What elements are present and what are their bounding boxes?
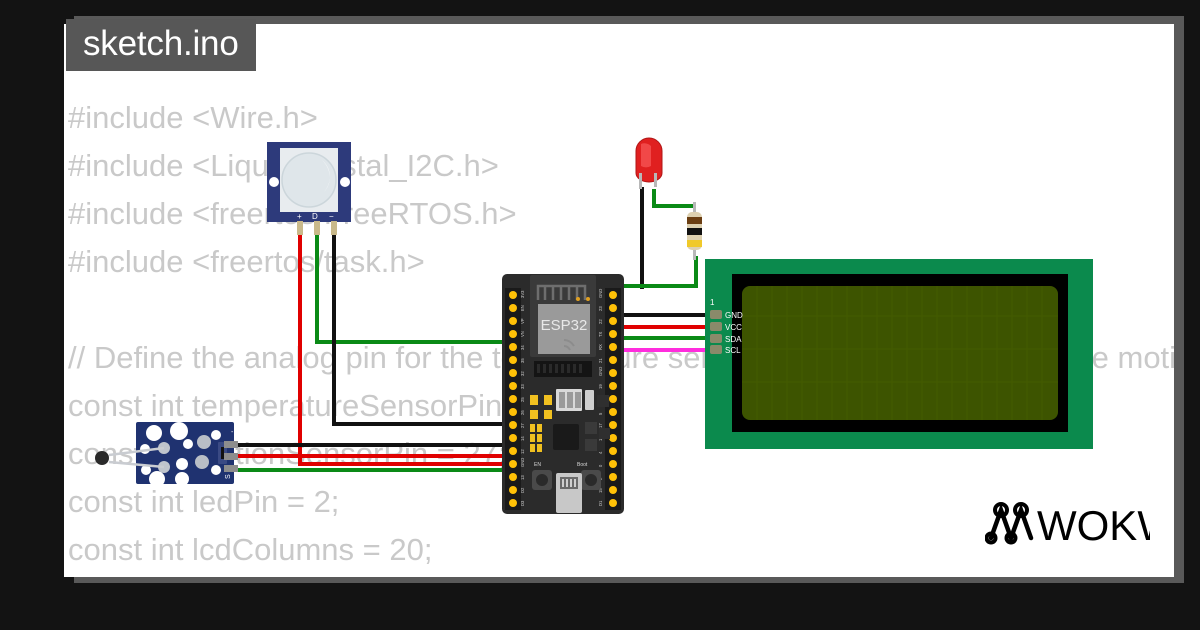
pir-pin-label-minus: − (329, 212, 334, 221)
lcd2004-i2c-display[interactable]: 1 GND VCC SDA SCL (705, 259, 1093, 449)
ntc-temperature-sensor[interactable]: - S (95, 422, 238, 487)
svg-text:3V3: 3V3 (520, 290, 525, 298)
svg-text:D1: D1 (598, 500, 603, 506)
svg-text:EN: EN (520, 305, 525, 311)
diagram-canvas: #include <Wire.h> #include <LiquidCrysta… (64, 24, 1174, 577)
lcd-pin-label-vcc: VCC (725, 323, 742, 332)
esp32-left-pins (509, 291, 517, 507)
svg-text:21: 21 (598, 358, 603, 363)
ntc-pin-label-s: S (225, 474, 232, 479)
wokwi-logo-nodes (984, 502, 1029, 545)
esp32-label: ESP32 (541, 317, 588, 334)
pir-pin-label-d: D (312, 212, 318, 221)
svg-text:32: 32 (520, 371, 525, 376)
svg-text:VP: VP (520, 318, 525, 324)
wokwi-logo-text: WOKWi (1037, 502, 1150, 549)
ntc-pin-label-minus: - (231, 429, 234, 436)
svg-text:TX: TX (598, 331, 603, 337)
circuit-diagram: + D − (95, 137, 1093, 514)
svg-text:13: 13 (520, 475, 525, 480)
esp32-usb-port (556, 473, 582, 513)
svg-text:D3: D3 (520, 500, 525, 506)
resistor[interactable] (687, 202, 702, 260)
svg-text:GND: GND (520, 458, 525, 467)
wire-led-anode (652, 189, 696, 208)
esp32-boot-label: Boot (577, 462, 588, 468)
svg-text:35: 35 (520, 358, 525, 363)
esp32-wroom-module: ESP32 (530, 275, 596, 357)
svg-text:4: 4 (598, 451, 603, 454)
svg-text:26: 26 (520, 410, 525, 415)
svg-text:12: 12 (520, 449, 525, 454)
svg-text:27: 27 (520, 423, 525, 428)
svg-text:22: 22 (598, 319, 603, 324)
lcd-character-grid (742, 286, 1058, 420)
svg-text:23: 23 (598, 306, 603, 311)
svg-text:D2: D2 (520, 487, 525, 493)
svg-text:VN: VN (520, 331, 525, 337)
svg-text:GND: GND (598, 367, 603, 376)
esp32-en-label: EN (534, 462, 541, 468)
lcd-pin-label-scl: SCL (725, 346, 741, 355)
svg-text:14: 14 (520, 436, 525, 441)
svg-text:25: 25 (520, 397, 525, 402)
svg-text:RX: RX (598, 344, 603, 350)
wokwi-logo: WOKWi (984, 498, 1174, 555)
esp32-right-pins (609, 291, 617, 507)
esp32-boot-button[interactable] (581, 470, 601, 490)
esp32-en-button[interactable] (532, 470, 552, 490)
svg-text:GND: GND (598, 289, 603, 298)
pir-pin-label-plus: + (297, 212, 302, 221)
wire-pir-power (298, 221, 519, 466)
lcd-connector: 1 GND VCC SDA SCL (710, 298, 743, 355)
file-tab-sketch-ino[interactable]: sketch.ino (66, 19, 256, 71)
lcd-pin-number: 1 (710, 298, 715, 307)
pir-motion-sensor[interactable]: + D − (267, 142, 351, 235)
lcd-pin-label-gnd: GND (725, 311, 743, 320)
svg-text:19: 19 (598, 384, 603, 389)
svg-text:15: 15 (598, 488, 603, 493)
svg-text:34: 34 (520, 345, 525, 350)
wires (236, 187, 714, 472)
wire-pir-ground (332, 221, 519, 426)
svg-text:0: 0 (598, 464, 603, 467)
svg-text:33: 33 (520, 384, 525, 389)
svg-text:5: 5 (598, 412, 603, 415)
esp32-devkit-board[interactable]: 3V3 EN VP VN 34 35 32 33 25 26 27 14 12 … (502, 274, 624, 514)
red-led[interactable] (635, 137, 663, 189)
wokwi-logo-w-nodes (988, 503, 1034, 545)
svg-text:17: 17 (598, 423, 603, 428)
lcd-pin-label-sda: SDA (725, 335, 742, 344)
wire-resistor-return (624, 256, 698, 288)
